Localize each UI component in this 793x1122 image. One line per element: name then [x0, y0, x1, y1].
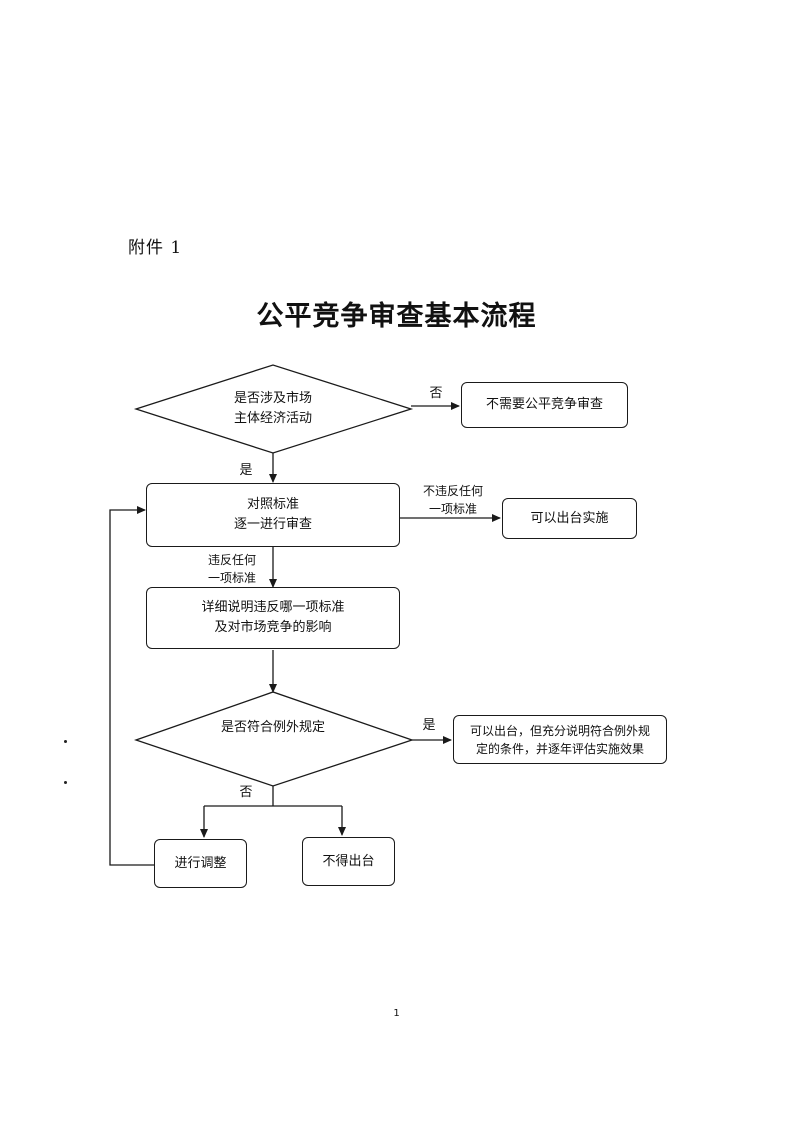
scan-dot	[64, 740, 67, 743]
scan-dot	[64, 781, 67, 784]
exception-issue-box: 可以出台，但充分说明符合例外规 定的条件，并逐年评估实施效果	[453, 715, 667, 764]
edge-label-violation: 违反任何 一项标准	[207, 553, 256, 585]
edge-label-no-violation: 不违反任何 一项标准	[422, 484, 483, 516]
decision-market-activity-text: 是否涉及市场 主体经济活动	[233, 391, 312, 426]
exception-issue-text: 可以出台，但充分说明符合例外规 定的条件，并逐年评估实施效果	[469, 723, 650, 756]
no-review-needed-box: 不需要公平竞争审查	[461, 382, 628, 428]
decision-diamond-exception	[133, 691, 415, 787]
edge-label-no-1: 否	[429, 386, 443, 401]
edge-label-no-2: 否	[239, 785, 253, 800]
page-title: 公平竞争审查基本流程	[256, 301, 537, 332]
not-issue-box: 不得出台	[302, 837, 395, 886]
decision-diamond-market	[133, 364, 414, 454]
explain-violation-text: 详细说明违反哪一项标准 及对市场竞争的影响	[201, 600, 345, 635]
adjust-text: 进行调整	[174, 855, 227, 871]
compare-standards-text: 对照标准 逐一进行审查	[233, 497, 312, 532]
page-number: 1	[393, 1008, 400, 1019]
not-issue-text: 不得出台	[322, 853, 375, 869]
compare-standards-box: 对照标准 逐一进行审查	[146, 483, 400, 547]
decision-exception-text: 是否符合例外规定	[220, 720, 325, 735]
can-issue-text: 可以出台实施	[530, 510, 609, 526]
no-review-needed-text: 不需要公平竞争审查	[485, 397, 603, 412]
edge-label-yes-2: 是	[422, 718, 436, 733]
explain-violation-box: 详细说明违反哪一项标准 及对市场竞争的影响	[146, 587, 400, 649]
edge-label-yes-1: 是	[239, 463, 253, 478]
attachment-label: 附件 1	[128, 238, 183, 258]
adjust-box: 进行调整	[154, 839, 247, 888]
can-issue-box: 可以出台实施	[502, 498, 637, 539]
